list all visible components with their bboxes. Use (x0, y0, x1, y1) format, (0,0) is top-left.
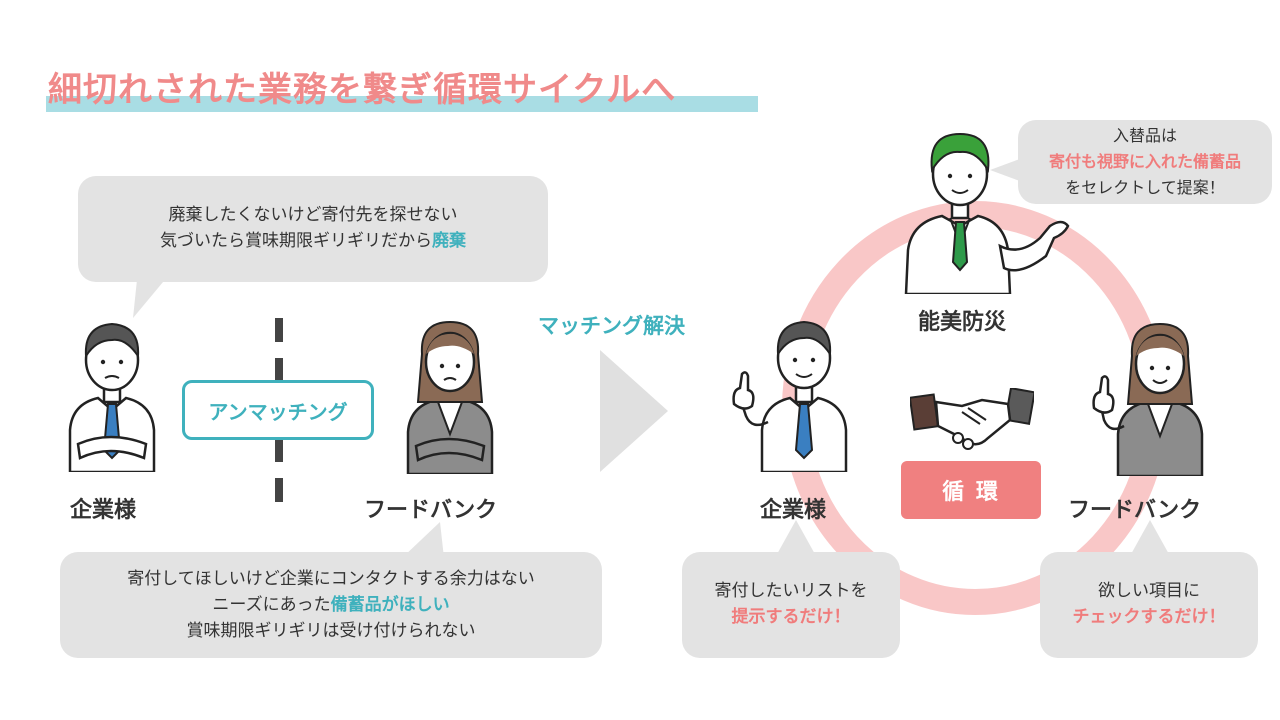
left-top-speech-bubble: 廃棄したくないけど寄付先を探せない 気づいたら賞味期限ギリギリだから廃棄 (78, 176, 548, 282)
right-foodbank-speech-bubble: 欲しい項目に チェックするだけ！ (1040, 552, 1258, 658)
left-bottom-bubble-line2: ニーズにあった備蓄品がほしい (60, 592, 602, 618)
right-company-person-illustration (728, 312, 856, 472)
discard-highlight: 廃棄 (432, 231, 466, 251)
left-bottom-bubble-line1: 寄付してほしいけど企業にコンタクトする余力はない (60, 566, 602, 592)
company-bubble-line1: 寄付したいリストを (682, 578, 900, 604)
stockpile-highlight: 備蓄品がほしい (331, 595, 450, 615)
right-company-speech-bubble: 寄付したいリストを 提示するだけ！ (682, 552, 900, 658)
right-arrow-icon (600, 350, 670, 472)
nomi-bubble-highlight: 寄付も視野に入れた備蓄品 (1018, 149, 1272, 175)
nomi-label: 能美防災 (918, 304, 1006, 336)
left-company-label: 企業様 (70, 492, 136, 524)
nomi-speech-bubble: 入替品は 寄付も視野に入れた備蓄品 をセレクトして提案！ (1018, 120, 1272, 204)
foodbank-person-illustration (398, 314, 502, 474)
matching-label: マッチング解決 (538, 310, 685, 340)
company-bubble-tail (776, 520, 816, 556)
foodbank-bubble-highlight: チェックするだけ！ (1040, 604, 1258, 630)
foodbank-bubble-tail (1130, 520, 1170, 556)
mismatch-box: アンマッチング (182, 380, 374, 440)
left-bottom-speech-bubble: 寄付してほしいけど企業にコンタクトする余力はない ニーズにあった備蓄品がほしい … (60, 552, 602, 658)
company-person-illustration (60, 312, 164, 472)
nomi-bubble-line3: をセレクトして提案！ (1018, 175, 1272, 201)
handshake-icon (910, 388, 1034, 452)
right-foodbank-person-illustration (1088, 316, 1216, 476)
company-bubble-highlight: 提示するだけ！ (682, 604, 900, 630)
left-foodbank-label: フードバンク (364, 492, 497, 524)
cycle-badge: 循 環 (901, 461, 1041, 519)
left-top-bubble-line1: 廃棄したくないけど寄付先を探せない (78, 202, 548, 228)
foodbank-bubble-line1: 欲しい項目に (1040, 578, 1258, 604)
nomi-bubble-line1: 入替品は (1018, 123, 1272, 149)
left-top-bubble-line2: 気づいたら賞味期限ギリギリだから廃棄 (78, 228, 548, 254)
left-bottom-bubble-line3: 賞味期限ギリギリは受け付けられない (60, 618, 602, 644)
page-title: 細切れされた業務を繋ぎ循環サイクルへ (48, 62, 676, 111)
